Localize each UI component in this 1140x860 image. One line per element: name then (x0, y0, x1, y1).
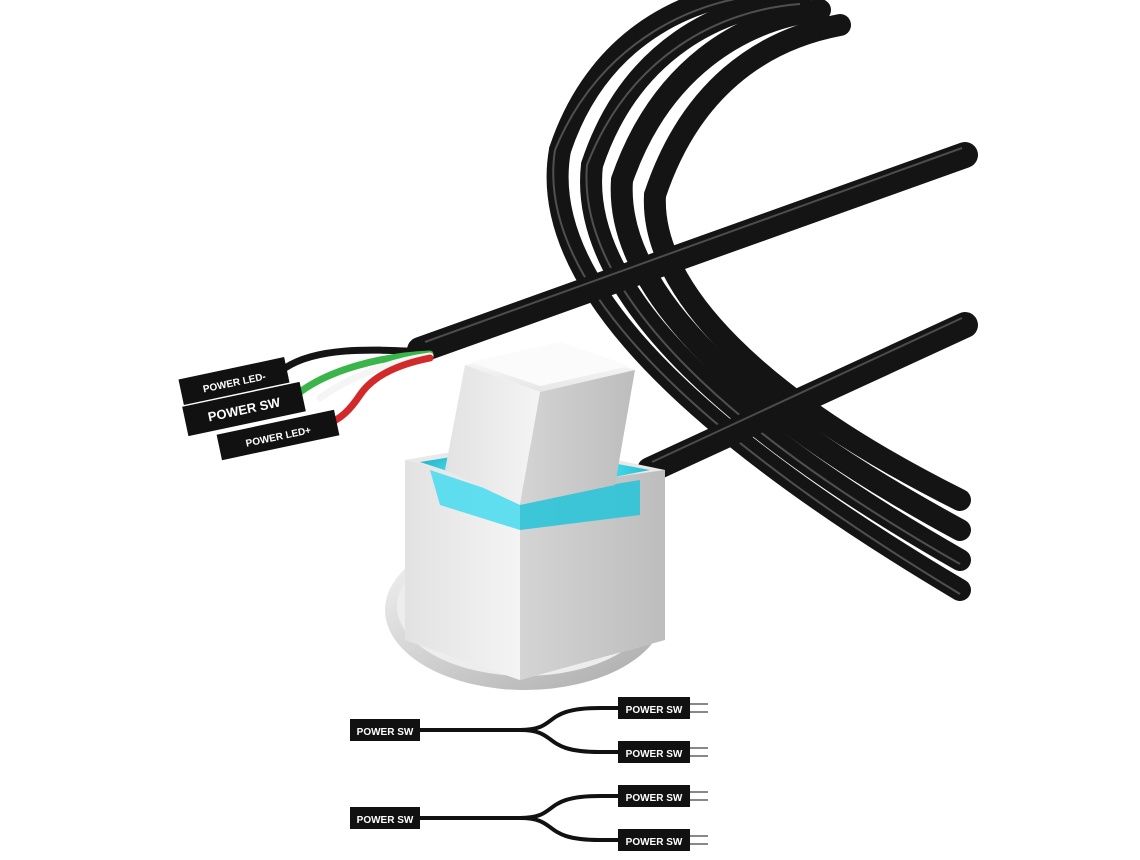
splitter-bottom-output-a-label: POWER SW (626, 793, 683, 804)
splitter-top-output-a-label: POWER SW (626, 705, 683, 716)
splitter-bottom-output-b-plug (618, 829, 690, 851)
switch-cable (637, 312, 978, 483)
header-wires (281, 346, 434, 429)
splitter-bottom-output-a-plug (618, 785, 690, 807)
splitter-top-output-b-plug (618, 741, 690, 763)
splitter-bottom-input-label: POWER SW (357, 815, 414, 826)
splitter-top-input-plug (350, 719, 420, 741)
connector-led-minus: POWER LED- (178, 357, 290, 405)
main-cable (407, 142, 978, 363)
splitter-top-input-label: POWER SW (357, 727, 414, 738)
splitter-top-output-b-label: POWER SW (626, 749, 683, 760)
cable-coil (546, 0, 971, 601)
cable-highlights (552, 0, 961, 595)
splitter-top-output-a-plug (618, 697, 690, 719)
splitter-bottom-input-plug (350, 807, 420, 829)
splitter-diagram-bottom: POWER SW POWER SW POWER SW (350, 785, 708, 851)
keycap (445, 342, 635, 505)
switch-housing (405, 440, 665, 680)
splitter-bottom-output-b-label: POWER SW (626, 837, 683, 848)
splitter-diagram-top: POWER SW POWER SW POWER SW (350, 697, 708, 763)
